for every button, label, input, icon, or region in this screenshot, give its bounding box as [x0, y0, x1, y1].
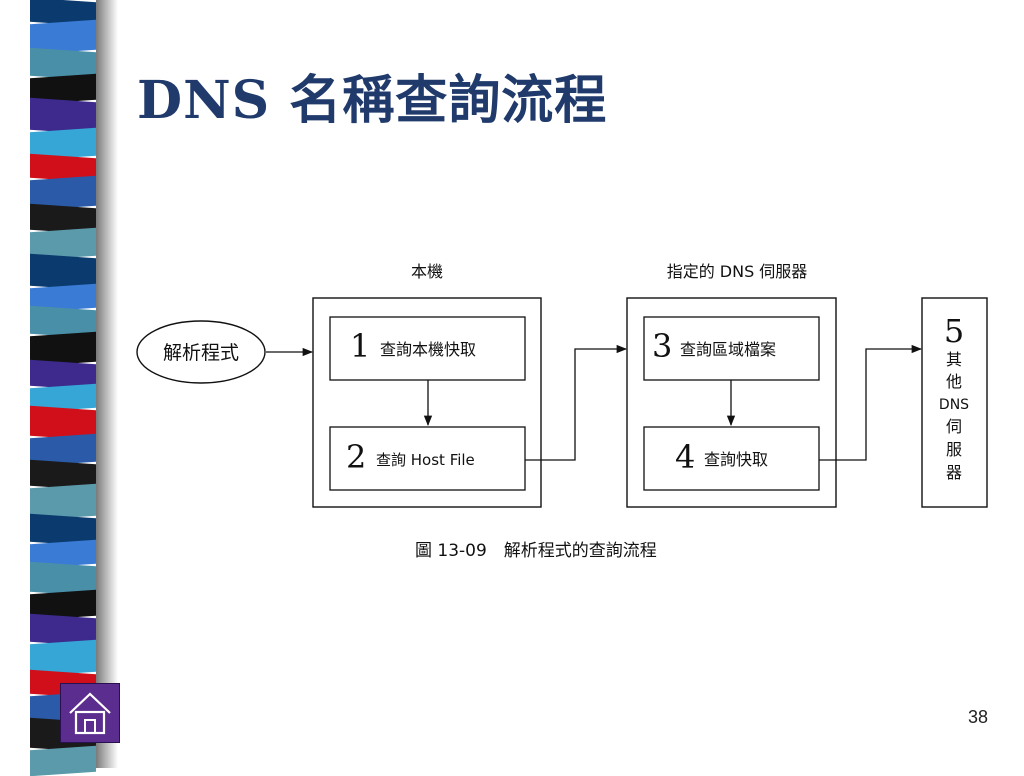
other-server-line-5: 服 [946, 440, 962, 459]
other-server-number: 5 [944, 312, 964, 350]
step-4-box [643, 426, 820, 491]
decorative-shadow [96, 0, 118, 768]
step-4-number: 4 [675, 438, 695, 476]
arrow-step4-to-other [819, 344, 923, 461]
other-server-line-4: 伺 [946, 417, 962, 436]
arrow-step2-to-step3 [525, 344, 628, 461]
home-button[interactable] [60, 683, 120, 743]
step-2-box [329, 426, 526, 491]
step-4-text: 查詢快取 [704, 450, 768, 469]
local-group-label: 本機 [411, 262, 443, 281]
other-server-line-3: DNS [939, 397, 969, 413]
local-group-box [312, 297, 542, 508]
slide-title: DNS 名稱查詢流程 [137, 70, 608, 131]
other-server-line-2: 他 [946, 372, 962, 391]
resolver-label: 解析程式 [163, 342, 239, 364]
figure-caption: 圖 13-09 解析程式的查詢流程 [415, 541, 657, 561]
step-2-text: 查詢 Host File [376, 451, 475, 469]
other-server-line-6: 器 [946, 463, 962, 482]
home-icon [69, 692, 111, 735]
step-3-text: 查詢區域檔案 [680, 340, 776, 359]
resolver-node [136, 320, 266, 384]
step-1-number: 1 [350, 327, 370, 365]
dns-group-label: 指定的 DNS 伺服器 [667, 262, 808, 281]
dns-group-box [626, 297, 837, 508]
page-number: 38 [967, 707, 988, 727]
other-server-line-1: 其 [946, 350, 962, 369]
other-server-box [921, 297, 988, 508]
step-3-number: 3 [652, 327, 672, 365]
step-2-number: 2 [346, 438, 366, 476]
step-1-text: 查詢本機快取 [380, 340, 476, 359]
